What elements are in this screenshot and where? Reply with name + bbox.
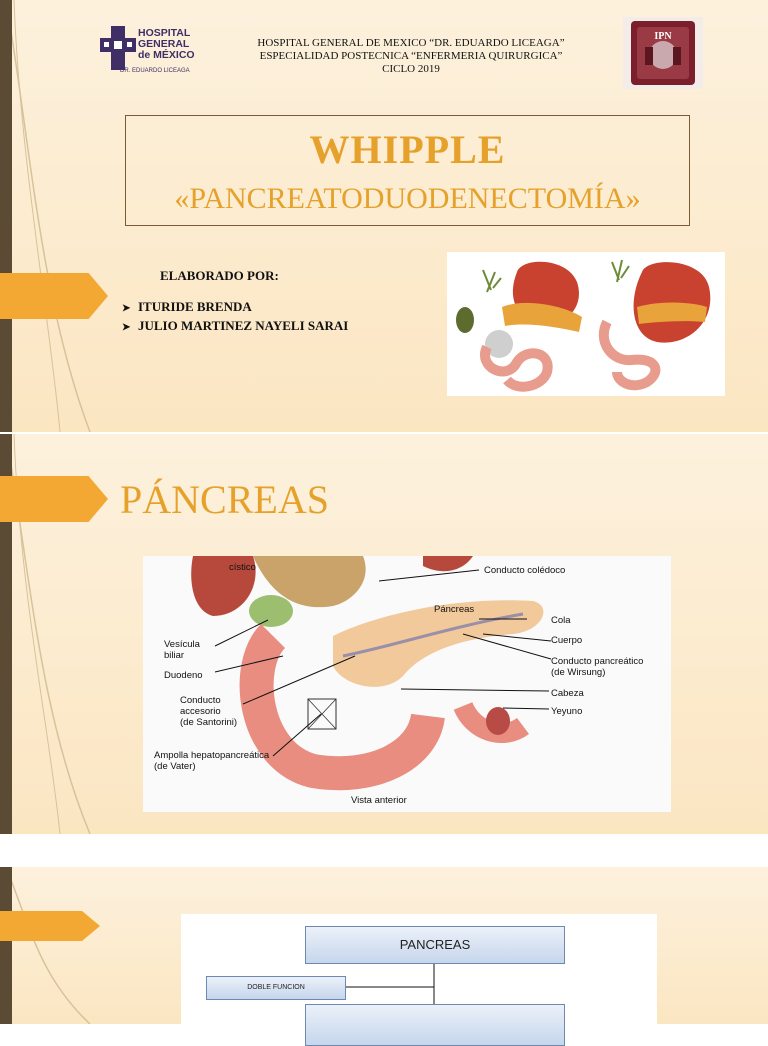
chevron-right-icon: ➤ [122, 303, 131, 314]
ipn-logo-text: IPN [654, 31, 672, 42]
logo-line-3: de MÉXICO [138, 49, 195, 61]
label-cuerpo: Cuerpo [551, 635, 583, 646]
title-box: WHIPPLE «PANCREATODUODENECTOMÍA» [125, 115, 690, 226]
label-cola: Cola [551, 615, 571, 626]
label-wirsung-2: (de Wirsung) [551, 667, 606, 678]
concept-map-connectors [344, 962, 435, 1004]
left-bar [0, 867, 12, 1024]
label-cistico: cístico [229, 562, 256, 573]
label-ampolla-1: Ampolla hepatopancreática [154, 750, 270, 761]
concept-box-doble-funcion: DOBLE FUNCION [206, 976, 346, 1000]
header-block: HOSPITAL GENERAL DE MEXICO “DR. EDUARDO … [206, 37, 616, 76]
ipn-crest-icon: IPN [631, 21, 695, 85]
ipn-logo: IPN [623, 17, 703, 89]
header-line-1: HOSPITAL GENERAL DE MEXICO “DR. EDUARDO … [257, 37, 565, 49]
label-accesorio-1: Conducto [180, 695, 221, 706]
label-vesicula-2: biliar [164, 650, 185, 661]
label-wirsung-1: Conducto pancreático [551, 656, 644, 667]
main-title: WHIPPLE [309, 127, 506, 172]
left-bar [0, 434, 12, 834]
logo-line-1: HOSPITAL [138, 27, 191, 39]
section-title: PÁNCREAS [120, 477, 329, 522]
left-bar [0, 0, 12, 432]
list-item: ➤ ITURIDE BRENDA [122, 299, 348, 315]
whipple-organs-image [456, 259, 711, 392]
list-item: ➤ JULIO MARTINEZ NAYELI SARAI [122, 318, 348, 334]
elaborado-label: ELABORADO POR: [160, 268, 279, 283]
decorative-lines [5, 0, 91, 432]
header-line-2: ESPECIALIDAD POSTECNICA “ENFERMERIA QUIR… [259, 50, 563, 62]
header-line-3: CICLO 2019 [382, 63, 440, 75]
orange-arrow-shape [0, 273, 108, 319]
main-subtitle: «PANCREATODUODENECTOMÍA» [174, 182, 641, 215]
logo-subtitle: DR. EDUARDO LICEAGA [120, 68, 190, 74]
label-accesorio-2: accesorio [180, 706, 221, 717]
hospital-logo-text: HOSPITAL GENERAL de MÉXICO [138, 28, 195, 61]
label-coledoco: Conducto colédoco [484, 565, 566, 576]
hospital-logo [98, 24, 198, 80]
label-vista-anterior: Vista anterior [351, 795, 407, 806]
orange-arrow-shape [0, 476, 108, 522]
surgery-illustration [447, 252, 725, 396]
hospital-cross-icon [100, 26, 136, 70]
logo-line-2: GENERAL [138, 38, 190, 50]
label-yeyuno: Yeyuno [551, 706, 583, 717]
label-ampolla-2: (de Vater) [154, 761, 196, 772]
label-pancreas: Páncreas [434, 604, 475, 615]
pancreas-anatomy-diagram [143, 556, 671, 812]
orange-arrow-shape [0, 911, 100, 941]
label-accesorio-3: (de Santorini) [180, 717, 238, 728]
label-cabeza: Cabeza [551, 688, 584, 699]
author-name: ITURIDE BRENDA [138, 299, 252, 314]
concept-box-bottom [305, 1004, 565, 1046]
pancreas-anatomy-image [191, 556, 552, 791]
decorative-lines [5, 867, 91, 1024]
author-name: JULIO MARTINEZ NAYELI SARAI [138, 318, 349, 333]
label-vesicula-1: Vesícula [164, 639, 200, 650]
label-duodeno: Duodeno [164, 670, 203, 681]
chevron-right-icon: ➤ [122, 322, 131, 333]
authors-list: ➤ ITURIDE BRENDA ➤ JULIO MARTINEZ NAYELI S… [122, 299, 348, 337]
concept-box-pancreas: PANCREAS [305, 926, 565, 964]
